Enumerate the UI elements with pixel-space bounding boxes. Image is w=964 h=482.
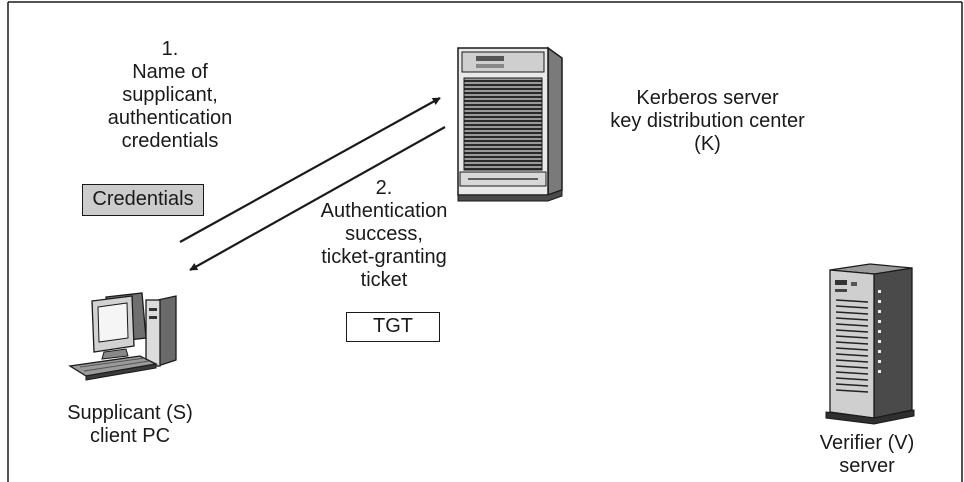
verifier-line: Verifier (V) [819, 432, 915, 454]
kerberos-line: key distribution center [610, 110, 805, 132]
step2-line: ticket-granting [321, 246, 447, 268]
step2-line: success, [345, 223, 423, 245]
supplicant-line: client PC [89, 425, 171, 447]
step2-label: 2. Authentication success, ticket-granti… [298, 177, 470, 292]
step1-number: 1. [161, 38, 179, 60]
step1-label: 1. Name of supplicant, authentication cr… [70, 38, 270, 153]
supplicant-line: Supplicant (S) [67, 402, 193, 424]
step1-line: authentication [107, 107, 233, 129]
supplicant-label: Supplicant (S) client PC [60, 402, 200, 448]
verifier-label: Verifier (V) server [796, 432, 938, 478]
step1-line: credentials [121, 130, 219, 152]
credentials-badge: Credentials [82, 184, 204, 216]
step2-line: Authentication [320, 200, 448, 222]
kerberos-line: (K) [694, 133, 721, 155]
kerberos-server-icon [457, 46, 563, 202]
step2-line: ticket [360, 269, 408, 291]
credentials-arrow [179, 97, 441, 243]
verifier-line: server [839, 455, 895, 477]
client-pc-icon [68, 292, 177, 381]
kerberos-line: Kerberos server [636, 87, 779, 109]
step1-line: supplicant, [122, 84, 218, 106]
kerberos-server-label: Kerberos server key distribution center … [590, 87, 825, 156]
verifier-server-icon [825, 263, 915, 425]
tgt-arrow [189, 126, 446, 271]
step2-number: 2. [375, 177, 393, 199]
diagram-frame [7, 1, 963, 482]
tgt-badge: TGT [346, 312, 440, 342]
step1-line: Name of [132, 61, 208, 83]
